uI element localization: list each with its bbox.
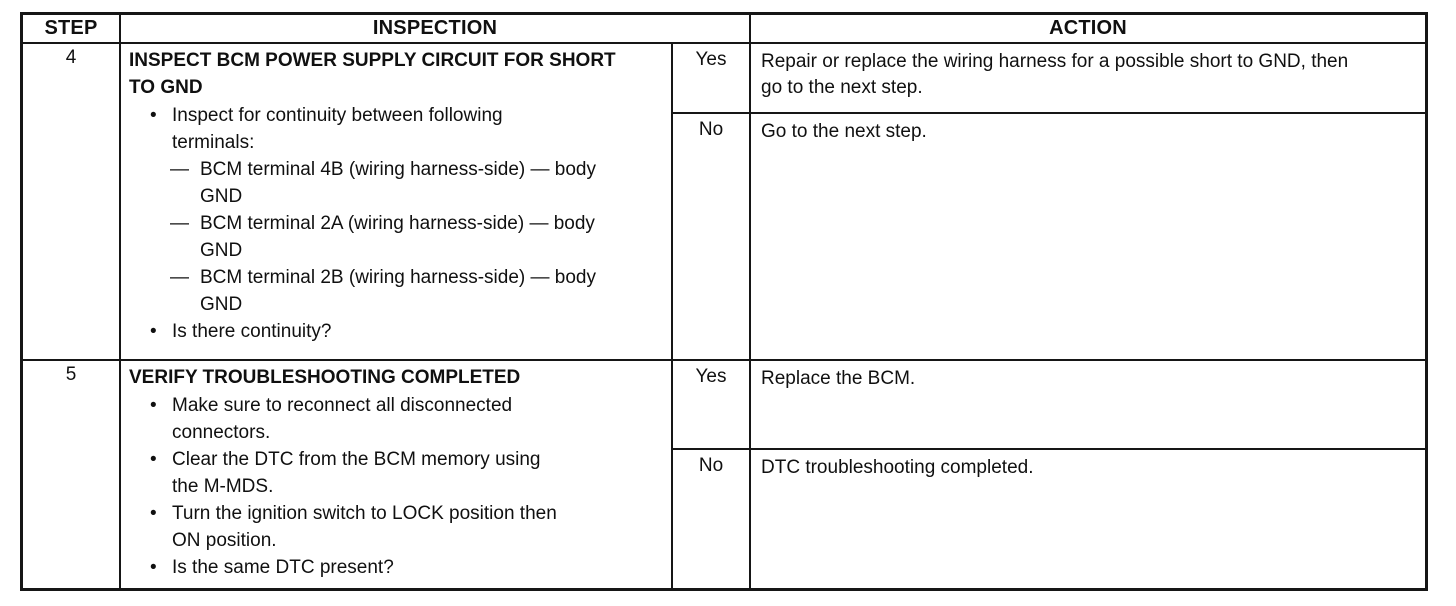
- step-number: 5: [65, 364, 77, 385]
- action-cell: Repair or replace the wiring harness for…: [751, 44, 1425, 112]
- inspection-bullet-list: • Inspect for continuity between followi…: [129, 102, 663, 345]
- bullet-icon: •: [150, 449, 157, 470]
- sub-item-text: BCM terminal 2B (wiring harness-side) — …: [200, 267, 596, 315]
- bullet-item: • Make sure to reconnect all disconnecte…: [129, 392, 663, 446]
- dash-icon: —: [170, 267, 189, 288]
- action-cell: Go to the next step.: [751, 114, 1425, 359]
- bullet-text: Is the same DTC present?: [172, 557, 394, 578]
- bullet-text: Is there continuity?: [172, 321, 332, 342]
- column-header-step: STEP: [23, 15, 119, 42]
- bullet-item: • Inspect for continuity between followi…: [129, 102, 663, 318]
- column-header-inspection: INSPECTION: [121, 15, 749, 42]
- action-text: Replace the BCM.: [761, 368, 916, 389]
- step-number-cell: 4: [23, 44, 119, 359]
- branch-label-cell: Yes: [673, 44, 749, 112]
- inspection-bullet-list: • Make sure to reconnect all disconnecte…: [129, 392, 663, 581]
- sub-item: — BCM terminal 2A (wiring harness-side) …: [170, 210, 663, 264]
- inspection-cell: INSPECT BCM POWER SUPPLY CIRCUIT FOR SHO…: [121, 44, 671, 359]
- inspection-header-label: INSPECTION: [372, 17, 498, 39]
- bullet-icon: •: [150, 105, 157, 126]
- action-header-label: ACTION: [1049, 17, 1127, 39]
- sub-item: — BCM terminal 4B (wiring harness-side) …: [170, 156, 663, 210]
- inspection-title: VERIFY TROUBLESHOOTING COMPLETED: [129, 367, 521, 388]
- bullet-item: • Turn the ignition switch to LOCK posit…: [129, 500, 663, 554]
- inspection-cell: VERIFY TROUBLESHOOTING COMPLETED • Make …: [121, 361, 671, 588]
- bullet-text: Make sure to reconnect all disconnected …: [172, 395, 513, 443]
- step-number-cell: 5: [23, 361, 119, 588]
- troubleshooting-table: STEP INSPECTION ACTION 4 INSPECT BCM POW…: [20, 12, 1428, 591]
- bullet-text: Inspect for continuity between following…: [172, 105, 503, 153]
- bullet-icon: •: [150, 557, 157, 578]
- action-text: Repair or replace the wiring harness for…: [761, 51, 1349, 98]
- action-text: DTC troubleshooting completed.: [761, 457, 1034, 478]
- bullet-text: Turn the ignition switch to LOCK positio…: [172, 503, 557, 551]
- step-number: 4: [65, 47, 77, 68]
- column-header-action: ACTION: [751, 15, 1425, 42]
- sub-item: — BCM terminal 2B (wiring harness-side) …: [170, 264, 663, 318]
- no-label: No: [698, 119, 724, 140]
- action-cell: Replace the BCM.: [751, 361, 1425, 448]
- sub-item-text: BCM terminal 4B (wiring harness-side) — …: [200, 159, 596, 207]
- bullet-item: • Is there continuity?: [129, 318, 663, 345]
- bullet-item: • Is the same DTC present?: [129, 554, 663, 581]
- step-header-label: STEP: [44, 17, 98, 39]
- yes-label: Yes: [695, 49, 727, 70]
- branch-label-cell: No: [673, 450, 749, 588]
- dash-icon: —: [170, 213, 189, 234]
- action-text: Go to the next step.: [761, 121, 927, 142]
- no-label: No: [698, 455, 724, 476]
- action-cell: DTC troubleshooting completed.: [751, 450, 1425, 588]
- bullet-item: • Clear the DTC from the BCM memory usin…: [129, 446, 663, 500]
- branch-label-cell: No: [673, 114, 749, 359]
- bullet-icon: •: [150, 503, 157, 524]
- sub-item-text: BCM terminal 2A (wiring harness-side) — …: [200, 213, 595, 261]
- bullet-icon: •: [150, 395, 157, 416]
- yes-label: Yes: [695, 366, 727, 387]
- bullet-text: Clear the DTC from the BCM memory using …: [172, 449, 541, 497]
- branch-label-cell: Yes: [673, 361, 749, 448]
- bullet-icon: •: [150, 321, 157, 342]
- dash-icon: —: [170, 159, 189, 180]
- inspection-title: INSPECT BCM POWER SUPPLY CIRCUIT FOR SHO…: [129, 50, 616, 98]
